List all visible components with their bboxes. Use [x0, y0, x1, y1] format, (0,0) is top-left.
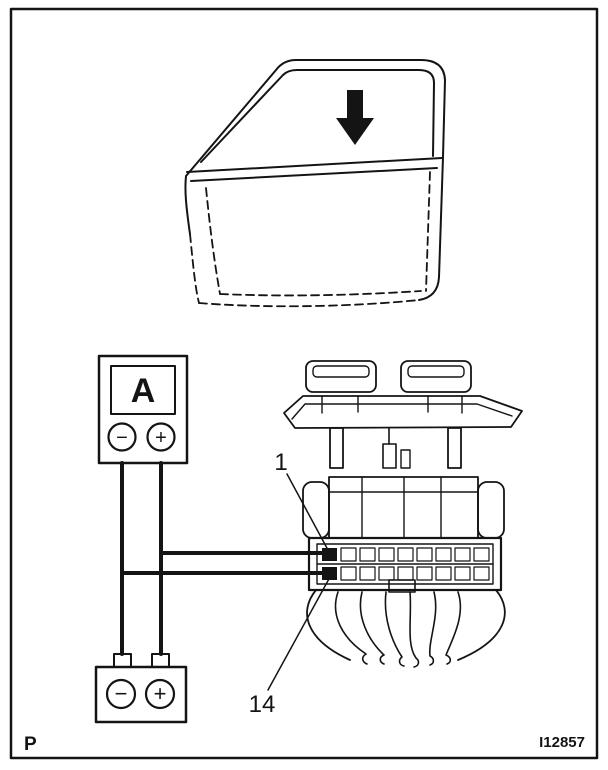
callout-pin-1: 1 — [274, 449, 329, 551]
connector-pin — [397, 566, 414, 581]
connector-pin — [473, 566, 490, 581]
belt-line-upper — [186, 157, 443, 173]
connector-pin — [454, 566, 471, 581]
connector-pin-14-highlight — [322, 567, 337, 580]
wire-harness — [306, 589, 506, 668]
door-hidden-edge — [205, 187, 221, 295]
door-hidden-edge — [219, 290, 422, 297]
battery-post-negative — [113, 653, 132, 668]
ammeter-negative-terminal-icon — [107, 422, 137, 452]
door-illustration — [184, 59, 446, 308]
battery-body — [94, 665, 188, 724]
connector-pin — [359, 566, 376, 581]
ammeter-negative-sign: − — [116, 427, 128, 449]
figure-id: I12857 — [539, 734, 585, 751]
connector-pin — [435, 547, 452, 562]
connector-housing — [307, 536, 503, 592]
door-hidden-edges — [189, 171, 431, 308]
connector-pin — [416, 547, 433, 562]
switch-stems — [329, 427, 462, 469]
ammeter: A − + — [97, 354, 189, 465]
switch-knob-left — [305, 360, 377, 393]
connector-pin — [340, 566, 357, 581]
switch-bezel-inner — [291, 403, 513, 420]
switch-knob-left-top — [312, 365, 370, 378]
door-hidden-edge — [425, 171, 431, 292]
power-window-switch-illustration — [283, 360, 523, 668]
callout-pin-1-leader — [286, 473, 329, 551]
switch-knob-right-top — [407, 365, 465, 378]
battery-negative-terminal-icon — [105, 678, 137, 710]
connector-pin — [378, 547, 395, 562]
connector-pin — [340, 547, 357, 562]
connector-latch — [388, 579, 416, 593]
test-lead-wires — [120, 461, 336, 656]
callout-pin-14-leader — [267, 576, 331, 691]
callout-pin-14-label: 14 — [249, 691, 276, 718]
switch-stem-right — [447, 427, 462, 469]
switch-bezel-slots — [321, 395, 463, 414]
battery-post-positive — [151, 653, 170, 668]
connector-pin — [416, 566, 433, 581]
door-hidden-edge — [198, 299, 420, 308]
down-arrow-shaft — [347, 90, 363, 119]
battery: − + — [94, 653, 188, 724]
switch-knobs — [305, 360, 472, 393]
switch-center-part — [382, 443, 397, 469]
switch-body — [302, 476, 505, 539]
down-arrow-head — [336, 118, 374, 145]
door-hidden-edge — [189, 233, 200, 304]
switch-body-ribs — [361, 476, 442, 539]
door-outline — [184, 59, 446, 301]
harness-wire — [457, 589, 506, 661]
switch-knob-right — [400, 360, 472, 393]
harness-wire — [429, 591, 437, 666]
connector-pin-1-highlight — [322, 548, 337, 561]
window-frame-inner — [200, 69, 435, 163]
ammeter-body — [97, 354, 189, 465]
switch-body-right-boss — [477, 481, 505, 539]
connector-pin — [454, 547, 471, 562]
switch-bezel — [283, 395, 523, 429]
harness-wire — [409, 591, 420, 668]
battery-positive-terminal-icon — [144, 678, 176, 710]
switch-stem-left — [329, 427, 344, 469]
switch-connector — [307, 536, 503, 593]
ammeter-positive-terminal-icon — [146, 422, 176, 452]
battery-positive-sign: + — [154, 681, 167, 706]
harness-wire — [306, 589, 351, 661]
down-arrow-icon — [336, 90, 374, 145]
ammeter-label: A — [131, 372, 156, 410]
ammeter-display — [110, 365, 176, 415]
callout-pin-1-label: 1 — [274, 449, 287, 476]
harness-wire — [384, 591, 405, 667]
harness-wire — [445, 591, 462, 665]
battery-negative-sign: − — [115, 681, 128, 706]
belt-line-lower — [190, 167, 438, 182]
connector-pin — [378, 566, 395, 581]
connector-pin — [435, 566, 452, 581]
harness-wire — [334, 591, 368, 665]
callout-pin-14: 14 — [249, 576, 331, 718]
connector-pin — [473, 547, 490, 562]
switch-bezel-outline — [283, 395, 523, 429]
switch-center-part-small — [400, 449, 411, 469]
ammeter-positive-sign: + — [155, 427, 167, 449]
connector-pin — [359, 547, 376, 562]
figure-border — [9, 7, 599, 760]
harness-wire — [359, 591, 385, 665]
connector-pin — [397, 547, 414, 562]
page-corner-label: P — [24, 734, 37, 755]
